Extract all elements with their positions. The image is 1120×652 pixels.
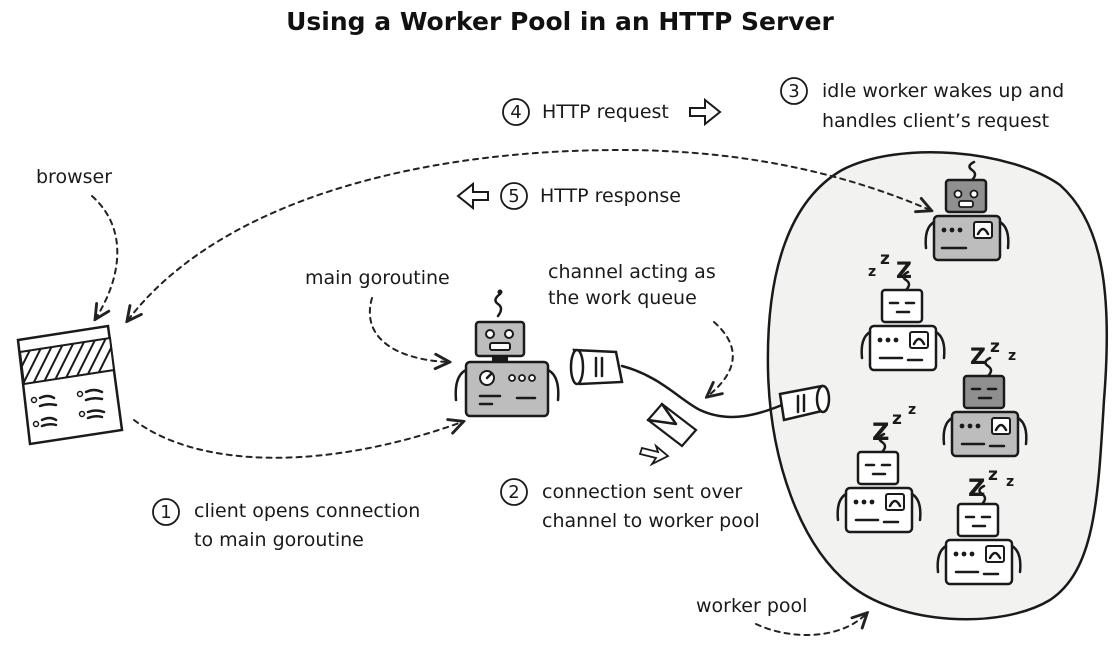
envelope-arrow-icon	[638, 443, 670, 467]
step-text-line2: to main goroutine	[194, 529, 364, 551]
channel-label-arrow	[708, 321, 734, 396]
worker-pool-label-arrow	[755, 614, 866, 636]
main-goroutine-robot-icon	[454, 288, 560, 418]
step-3: 3 idle worker wakes up and handles clien…	[780, 77, 1064, 132]
step-number: 4	[510, 102, 521, 123]
svg-text:Z: Z	[970, 345, 986, 370]
main-goroutine-label: main goroutine	[305, 267, 450, 289]
channel-label-line1: channel acting as	[548, 261, 716, 283]
connection-arrow	[133, 420, 462, 459]
http-flow-arrow	[128, 148, 930, 320]
envelope-icon	[646, 402, 698, 448]
diagram-title: Using a Worker Pool in an HTTP Server	[286, 7, 834, 36]
step-5: 5 HTTP response	[500, 182, 681, 210]
worker-pool-label: worker pool	[696, 595, 807, 617]
step-text-line2: handles client’s request	[822, 110, 1049, 132]
svg-text:z: z	[868, 264, 876, 280]
step-number: 5	[508, 186, 519, 207]
svg-text:z: z	[1008, 348, 1016, 364]
svg-text:Z: Z	[896, 259, 912, 284]
request-direction-arrow-icon	[689, 97, 722, 127]
step-2: 2 connection sent over channel to worker…	[500, 478, 760, 532]
channel-tin-can-icon	[569, 348, 831, 422]
svg-text:z: z	[1006, 474, 1014, 490]
main-goroutine-label-arrow	[369, 297, 448, 362]
svg-text:z: z	[990, 337, 1000, 357]
step-text-line1: idle worker wakes up and	[822, 80, 1064, 102]
step-text-line1: HTTP response	[540, 185, 681, 207]
svg-text:z: z	[908, 402, 916, 418]
browser-label: browser	[36, 166, 112, 188]
browser-label-arrow	[91, 195, 119, 318]
channel-label-line2: the work queue	[548, 287, 697, 309]
step-text-line1: connection sent over	[542, 481, 742, 503]
svg-text:Z: Z	[968, 474, 985, 502]
step-1: 1 client opens connection to main gorout…	[152, 498, 420, 551]
svg-text:z: z	[892, 409, 902, 429]
step-text-line2: channel to worker pool	[542, 510, 760, 532]
step-4: 4 HTTP request	[502, 98, 669, 126]
step-number: 3	[788, 81, 799, 102]
svg-text:z: z	[988, 465, 998, 485]
response-direction-arrow-icon	[456, 181, 489, 211]
step-text-line1: HTTP request	[542, 101, 669, 123]
step-number: 1	[160, 502, 171, 523]
browser-icon	[16, 324, 124, 446]
step-number: 2	[508, 482, 519, 503]
svg-text:Z: Z	[872, 418, 889, 446]
step-text-line1: client opens connection	[194, 500, 420, 522]
svg-text:z: z	[880, 249, 890, 269]
